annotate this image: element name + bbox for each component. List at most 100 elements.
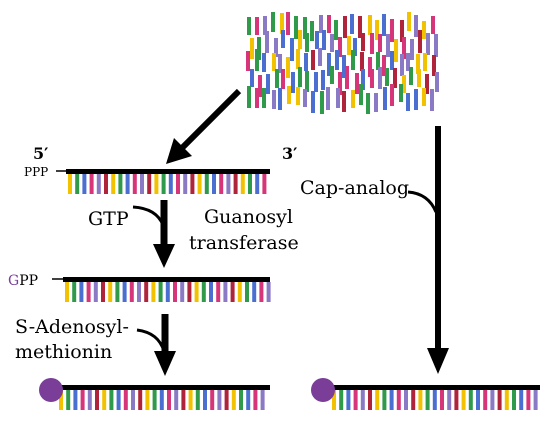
nucleotide-bar bbox=[104, 174, 108, 194]
nucleotide-bar bbox=[101, 282, 105, 302]
s-adenosyl-methionin-line2: methionin bbox=[15, 341, 113, 363]
nucleotide-bar bbox=[72, 282, 77, 302]
pool-nucleotide bbox=[305, 71, 309, 92]
pool-nucleotide bbox=[342, 91, 346, 112]
pool-nucleotide bbox=[410, 39, 414, 60]
pool-nucleotide bbox=[304, 53, 308, 71]
nucleotide-bar bbox=[262, 174, 267, 194]
nucleotide-bar bbox=[239, 390, 243, 410]
pool-nucleotide bbox=[343, 16, 347, 38]
nucleotide-bar bbox=[102, 390, 107, 410]
pool-nucleotide bbox=[272, 53, 276, 71]
pool-nucleotide bbox=[366, 93, 370, 114]
nucleotide-bar bbox=[161, 174, 166, 194]
pool-nucleotide bbox=[274, 38, 278, 57]
pool-nucleotide bbox=[271, 12, 275, 32]
nucleotide-bar bbox=[260, 390, 265, 410]
pool-nucleotide bbox=[258, 75, 262, 97]
nucleotide-bar bbox=[252, 282, 257, 302]
nucleotide-bar bbox=[440, 390, 444, 410]
nucleotide-bar bbox=[224, 390, 229, 410]
nucleotide-bar bbox=[253, 390, 258, 410]
nucleotide-bar bbox=[248, 174, 252, 194]
pool-nucleotide bbox=[319, 15, 323, 33]
nucleotide-bar bbox=[131, 390, 135, 410]
pool-nucleotide bbox=[382, 14, 386, 36]
nucleotide-bar bbox=[180, 282, 185, 302]
nucleotide-bar bbox=[190, 174, 195, 194]
pool-nucleotide bbox=[296, 87, 300, 105]
pool-nucleotide bbox=[390, 51, 394, 70]
pool-nucleotide bbox=[368, 57, 372, 77]
cap-analog-curve bbox=[407, 190, 438, 213]
pool-nucleotide bbox=[275, 69, 279, 88]
nucleotide-bar bbox=[181, 390, 186, 410]
nucleotide-bar bbox=[204, 174, 209, 194]
pool-nucleotide bbox=[374, 93, 378, 112]
nucleotide-bar bbox=[174, 390, 179, 410]
pool-nucleotide bbox=[266, 74, 270, 94]
pool-nucleotide bbox=[358, 16, 362, 38]
pool-nucleotide bbox=[368, 15, 372, 35]
pool-nucleotide bbox=[257, 37, 261, 60]
nucleotide-bar bbox=[497, 390, 502, 410]
nucleotide-bar bbox=[504, 390, 509, 410]
pool-nucleotide bbox=[305, 33, 309, 52]
cap-circle-icon bbox=[311, 378, 335, 402]
nucleotide-bar bbox=[65, 282, 69, 302]
nucleotide-bar bbox=[195, 390, 200, 410]
pool-nucleotide bbox=[402, 75, 406, 93]
pool-nucleotide bbox=[327, 53, 331, 76]
pool-nucleotide bbox=[247, 86, 251, 108]
pool-nucleotide bbox=[281, 69, 285, 89]
pool-nucleotide bbox=[278, 88, 282, 110]
nucleotide-bar bbox=[123, 390, 128, 410]
strand-backbone bbox=[330, 385, 540, 390]
pool-nucleotide bbox=[394, 39, 398, 62]
pool-nucleotide bbox=[430, 89, 434, 111]
pool-nucleotide bbox=[320, 91, 324, 114]
pool-nucleotide bbox=[262, 88, 266, 108]
nucleotide-bar bbox=[519, 390, 524, 410]
pool-nucleotide bbox=[280, 13, 284, 34]
pool-nucleotide bbox=[338, 37, 342, 57]
pool-nucleotide bbox=[250, 38, 254, 59]
pool-nucleotide bbox=[423, 53, 427, 71]
reaction-arrows bbox=[132, 88, 449, 376]
pool-nucleotide bbox=[294, 16, 298, 39]
nucleotide-bar bbox=[210, 390, 215, 410]
nucleotide-bar bbox=[118, 174, 123, 194]
nucleotide-bar bbox=[152, 390, 157, 410]
pool-nucleotide bbox=[414, 89, 418, 110]
pool-nucleotide bbox=[278, 54, 282, 73]
strand-backbone bbox=[63, 277, 270, 282]
nucleotide-bar bbox=[418, 390, 423, 410]
pool-nucleotide bbox=[376, 52, 380, 70]
sam-arrow-head bbox=[154, 351, 176, 376]
nucleotide-bar bbox=[66, 390, 71, 410]
nucleotide-bar bbox=[360, 390, 365, 410]
pool-nucleotide bbox=[359, 84, 363, 105]
pool-nucleotide bbox=[390, 84, 394, 106]
nucleotide-bar bbox=[194, 282, 199, 302]
pool-nucleotide bbox=[327, 15, 331, 33]
nucleotide-bar bbox=[396, 390, 401, 410]
pool-nucleotide bbox=[351, 50, 355, 70]
pool-nucleotide bbox=[383, 87, 387, 110]
pool-nucleotide bbox=[303, 17, 307, 39]
pool-nucleotide bbox=[303, 89, 307, 107]
pool-nucleotide bbox=[315, 31, 319, 49]
pool-nucleotide bbox=[393, 68, 397, 88]
pool-nucleotide bbox=[281, 30, 285, 48]
nucleotide-bar bbox=[483, 390, 488, 410]
nucleotide-bar bbox=[108, 282, 113, 302]
nucleotide-bar bbox=[111, 174, 116, 194]
nucleotide-bar bbox=[368, 390, 372, 410]
pool-nucleotide bbox=[432, 55, 436, 76]
strand-backbone bbox=[57, 385, 270, 390]
pool-nucleotide bbox=[400, 20, 404, 42]
nucleotide-bar bbox=[132, 174, 137, 194]
nucleotide-bar bbox=[151, 282, 156, 302]
nucleotide-bar bbox=[95, 390, 99, 410]
nucleotide-bar bbox=[382, 390, 387, 410]
